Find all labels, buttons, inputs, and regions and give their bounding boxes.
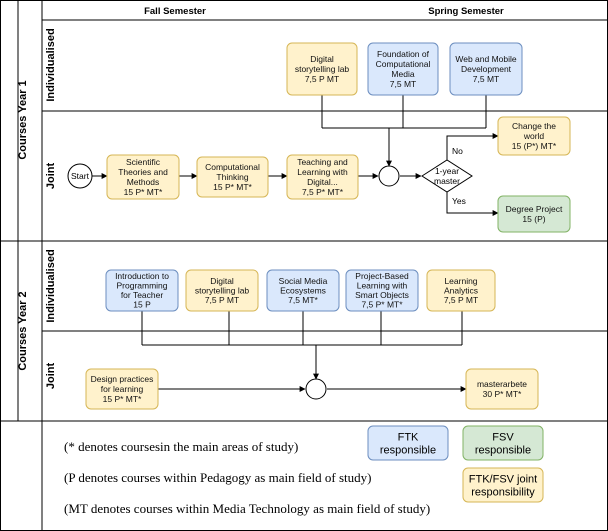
legend-box-line: responsible [380, 444, 436, 456]
course-box-outcome-line: world [523, 131, 545, 141]
course-box-y2-joint-line: 15 P* MT* [103, 394, 142, 404]
course-box-y1-individual-line: 7,5 MT [473, 74, 499, 84]
year1-individualised-label: Individualised [45, 28, 57, 101]
start-node: Start [67, 163, 93, 189]
course-box-y2-individual-line: Introduction to [115, 271, 169, 281]
course-box-outcome-line: 15 (P) [522, 214, 545, 224]
merge-node-year1 [378, 165, 400, 187]
legend-box-line: FTK [398, 431, 419, 443]
course-box-y2-joint-line: masterarbete [477, 379, 527, 389]
decision-yes-label: Yes [452, 196, 466, 206]
course-box-y1-individual-line: 7,5 P MT [305, 74, 339, 84]
course-box-y1-individual-line: Computational [376, 59, 431, 69]
course-box-y2-joint-line: 30 P* MT* [483, 389, 522, 399]
course-box-y1-individual-line: Media [391, 69, 414, 79]
course-box-y2-individual-line: Social Media [279, 276, 328, 286]
legend-box-line: responsible [475, 444, 531, 456]
course-box-y1-joint-line: Methods [127, 177, 160, 187]
course-box-y1-individual-line: 7,5 MT [390, 79, 416, 89]
course-box-y1-individual-line: Web and Mobile [455, 54, 517, 64]
course-box-y2-individual-line: 7,5 P* MT* [361, 300, 403, 310]
course-box-y2-joint-line: Design practices [91, 374, 154, 384]
course-box-y1-joint-line: Teaching and [297, 157, 348, 167]
course-box-outcome-line: 15 (P*) MT* [512, 141, 557, 151]
course-box-y2-individual-line: 7,5 P MT [444, 295, 478, 305]
course-box-y1-individual-line: Development [461, 64, 512, 74]
course-box-y1-joint-line: Scientific [126, 157, 161, 167]
courses-year1-label: Courses Year 1 [17, 80, 29, 159]
merge-node-year2 [305, 378, 327, 400]
course-box-y2-individual-line: for Teacher [121, 290, 164, 300]
course-box-y2-individual-line: Programming [116, 281, 167, 291]
legend-box-line: FTK/FSV joint [469, 473, 537, 485]
course-box-y1-joint-line: Computational [205, 162, 260, 172]
spring-semester-header: Spring Semester [428, 6, 504, 17]
legend-box-line: FSV [492, 431, 514, 443]
course-box-y2-individual-line: 15 P [133, 300, 151, 310]
course-box-outcome-line: Degree Project [506, 204, 563, 214]
course-box-y1-individual-line: Foundation of [377, 49, 430, 59]
course-box-y2-individual-line: Analytics [444, 285, 478, 295]
year2-joint-label: Joint [45, 363, 57, 390]
course-box-y2-individual-line: storytelling lab [195, 285, 250, 295]
fall-semester-header: Fall Semester [144, 6, 206, 17]
decision-label-line2: master [434, 176, 460, 186]
course-box-y1-joint-line: Thinking [216, 172, 248, 182]
course-box-y1-joint-line: Digital... [307, 177, 338, 187]
note-media-technology: (MT denotes courses within Media Technol… [64, 501, 430, 516]
note-pedagogy: (P denotes courses within Pedagogy as ma… [64, 470, 372, 485]
decision-diamond: 1-year master [421, 159, 473, 193]
course-box-y2-individual-line: Learning with [357, 281, 408, 291]
course-box-y1-individual-line: storytelling lab [295, 64, 350, 74]
course-box-y1-joint-line: Theories and [118, 167, 168, 177]
decision-label-line1: 1-year [435, 166, 459, 176]
course-box-y2-individual-line: Digital [210, 276, 234, 286]
course-box-y1-individual-line: Digital [310, 54, 334, 64]
course-box-y2-individual-line: 7,5 MT* [288, 295, 318, 305]
course-box-y2-individual-line: Ecosystems [280, 285, 326, 295]
course-box-y1-joint-line: Learning with [297, 167, 348, 177]
year2-individualised-label: Individualised [45, 249, 57, 322]
start-label: Start [71, 171, 90, 181]
courses-year2-label: Courses Year 2 [17, 291, 29, 370]
course-box-y1-joint-line: 7,5 P* MT* [302, 187, 344, 197]
course-box-y2-individual-line: Project-Based [355, 271, 409, 281]
course-box-y2-individual-line: Smart Objects [355, 290, 409, 300]
legend-box-line: responsibility [471, 486, 535, 498]
year1-joint-label: Joint [45, 163, 57, 190]
course-box-outcome-line: Change the [512, 121, 556, 131]
course-box-y2-individual-line: Learning [444, 276, 477, 286]
note-star: (* denotes coursesin the main areas of s… [64, 439, 298, 454]
connectors [92, 95, 499, 392]
decision-no-label: No [452, 146, 463, 156]
course-box-y2-joint-line: for learning [101, 384, 144, 394]
course-box-y1-joint-line: 15 P* MT* [124, 187, 163, 197]
course-box-y2-individual-line: 7,5 P MT [205, 295, 239, 305]
course-box-y1-joint-line: 15 P* MT* [213, 182, 252, 192]
